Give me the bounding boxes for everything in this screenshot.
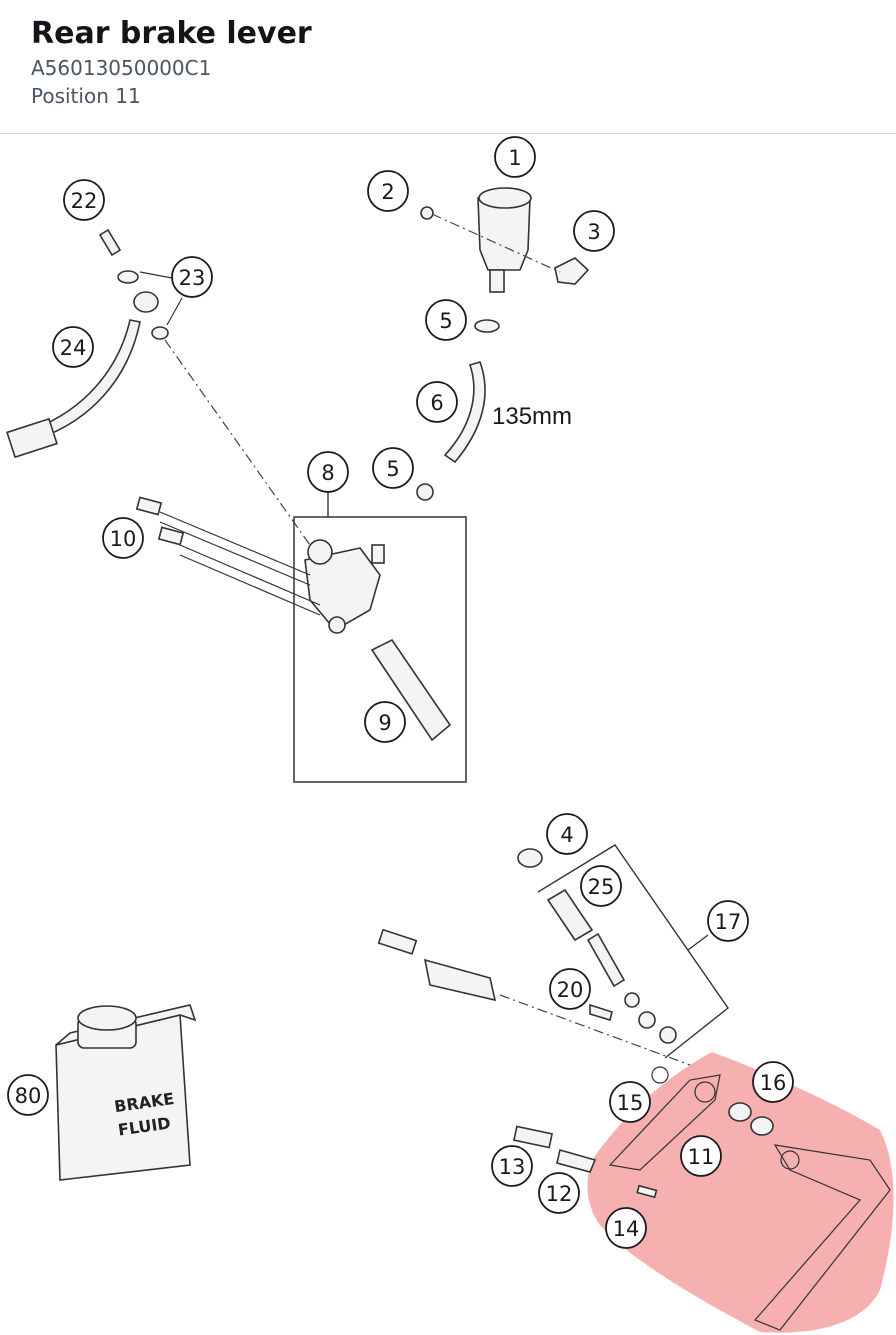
highlight-region	[587, 1052, 894, 1333]
svg-text:2: 2	[381, 180, 394, 204]
callout-24: 24	[52, 326, 94, 368]
header: Rear brake lever A56013050000C1 Position…	[0, 0, 896, 134]
callout-16: 16	[752, 1061, 794, 1103]
svg-text:23: 23	[179, 266, 206, 290]
brake-line-part	[6, 228, 311, 546]
svg-text:11: 11	[688, 1145, 715, 1169]
callout-15: 15	[609, 1081, 651, 1123]
reservoir-part	[420, 187, 590, 333]
exploded-parts-diagram: BRAKE FLUID 135mm 1 2 3 22 23 24 5 6 5 8…	[6, 136, 894, 1333]
callout-22: 22	[63, 179, 105, 221]
callout-5b: 5	[372, 447, 414, 489]
svg-text:17: 17	[715, 910, 742, 934]
callout-9: 9	[364, 701, 406, 743]
callout-5a: 5	[425, 299, 467, 341]
svg-text:13: 13	[499, 1155, 526, 1179]
callout-4: 4	[546, 813, 588, 855]
callout-3: 3	[573, 210, 615, 252]
svg-text:4: 4	[560, 823, 573, 847]
svg-text:24: 24	[60, 336, 87, 360]
callout-1: 1	[494, 136, 536, 178]
dimension-label: 135mm	[492, 403, 572, 430]
svg-text:12: 12	[546, 1182, 573, 1206]
svg-text:14: 14	[613, 1217, 640, 1241]
position-label: Position 11	[31, 84, 141, 108]
callout-12: 12	[538, 1172, 580, 1214]
callout-6: 6	[416, 381, 458, 423]
callout-13: 13	[491, 1145, 533, 1187]
page-title: Rear brake lever	[31, 16, 312, 51]
callout-25: 25	[580, 865, 622, 907]
callout-17: 17	[707, 900, 749, 942]
pushrod-assembly	[377, 844, 729, 1199]
svg-text:8: 8	[321, 461, 334, 485]
svg-text:5: 5	[386, 457, 399, 481]
svg-text:1: 1	[508, 146, 521, 170]
callout-23: 23	[171, 256, 213, 298]
leader-lines	[139, 271, 183, 326]
hose-part	[443, 361, 486, 464]
callout-11: 11	[680, 1135, 722, 1177]
callout-10: 10	[102, 517, 144, 559]
svg-text:10: 10	[110, 527, 137, 551]
svg-text:15: 15	[617, 1091, 644, 1115]
svg-text:20: 20	[557, 978, 584, 1002]
brake-fluid-bottle: BRAKE FLUID	[55, 1004, 197, 1181]
svg-text:80: 80	[15, 1084, 42, 1108]
svg-text:9: 9	[378, 711, 391, 735]
svg-text:16: 16	[760, 1071, 787, 1095]
svg-text:6: 6	[430, 391, 443, 415]
svg-text:22: 22	[71, 189, 98, 213]
part-number: A56013050000C1	[31, 56, 212, 80]
callout-8: 8	[307, 451, 349, 493]
brake-lever-part	[608, 1074, 891, 1331]
callout-14: 14	[605, 1207, 647, 1249]
callout-80: 80	[7, 1074, 49, 1116]
svg-text:3: 3	[587, 220, 600, 244]
svg-text:25: 25	[588, 875, 615, 899]
master-cylinder-assembly	[135, 490, 467, 783]
callout-20: 20	[549, 968, 591, 1010]
svg-text:5: 5	[439, 309, 452, 333]
callout-2: 2	[367, 170, 409, 212]
